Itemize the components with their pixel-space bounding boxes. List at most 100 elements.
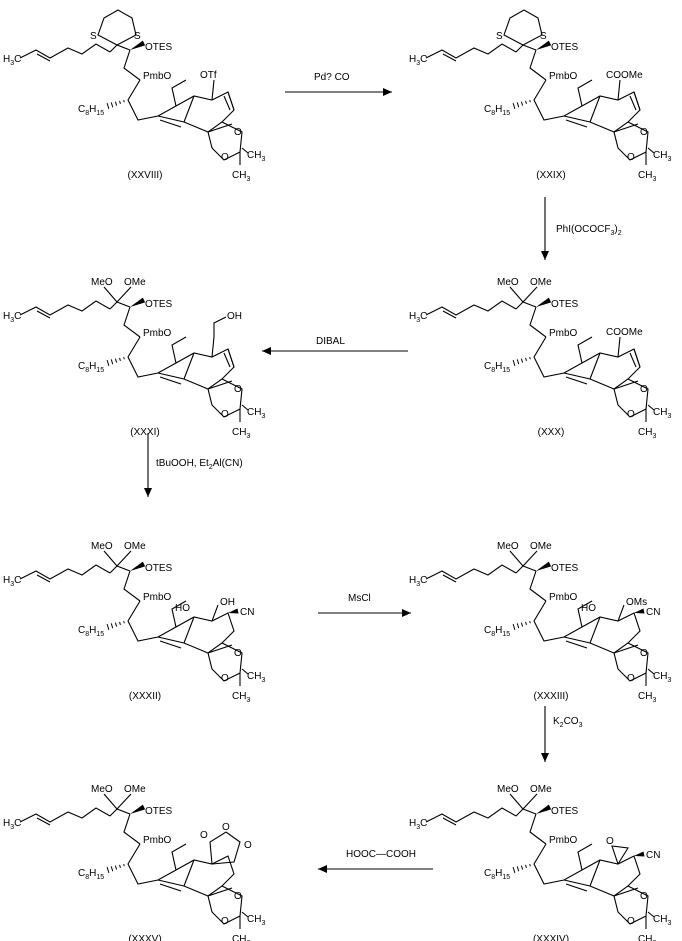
ring-double-bond [565, 376, 588, 385]
pmbo-arm [171, 600, 187, 628]
backbone-bond [515, 44, 537, 53]
methyl-label: H3C [3, 818, 21, 831]
compound-label: (XXXI) [130, 427, 159, 438]
molecule-xxxv: H3CMeOOMeOTESPmbOOOCH3CH3C8H15OOO(XXXV) [3, 784, 265, 941]
backbone-bond [123, 306, 141, 338]
oxygen-label: O [627, 673, 635, 684]
hash [525, 357, 527, 362]
hash [520, 358, 524, 363]
hash [119, 357, 121, 362]
chain-double-bond [36, 53, 51, 62]
ring-double-bond [159, 119, 182, 128]
hash [525, 100, 527, 105]
core-ring [127, 79, 235, 133]
hash [114, 865, 118, 870]
dioxane-ring [207, 121, 243, 161]
otes-wedge [130, 561, 146, 571]
hash [512, 866, 516, 874]
hydroxyl-label: HO [175, 603, 190, 614]
hash [114, 622, 118, 627]
pmbo-label: PmbO [549, 592, 578, 603]
otes-label: OTES [551, 299, 579, 310]
chain-double-bond [36, 574, 51, 583]
methyl-label: CH3 [232, 691, 250, 704]
pmbo-arm [171, 79, 187, 107]
substituent-bond [617, 79, 621, 101]
substituent-bond [211, 79, 215, 101]
ring-double-bond [159, 376, 182, 385]
c8h15-hashed-bond [512, 100, 531, 110]
hash [106, 359, 110, 367]
otes-label: OTES [551, 563, 579, 574]
otes-wedge [130, 804, 146, 814]
pmbo-arm [171, 336, 187, 364]
methoxy-bond [116, 793, 132, 810]
hash [520, 101, 524, 106]
oxygen-label: O [640, 127, 648, 138]
methyl-label: CH3 [232, 934, 250, 941]
c8h15-label: C8H15 [484, 361, 510, 374]
otes-wedge [130, 297, 146, 307]
ring-bond [227, 91, 235, 111]
pmbo-label: PmbO [549, 328, 578, 339]
substituent-label: OH [220, 597, 235, 608]
pmbo-label: PmbO [143, 328, 172, 339]
c8h15-label: C8H15 [78, 104, 104, 117]
cn-wedge [634, 608, 645, 614]
c8h15-hashed-bond [512, 621, 531, 631]
epoxide-ring [611, 845, 629, 865]
bridge-bond [183, 616, 195, 644]
methyl-label: CH3 [247, 150, 265, 163]
oxygen-label: O [221, 916, 229, 927]
reagent-labels: Pd? CO PhI(OCOCF3)2 DIBAL tBuOOH, Et2Al(… [156, 72, 622, 860]
otes-wedge [536, 297, 552, 307]
hydroxyl-label: HO [581, 603, 596, 614]
otes-label: OTES [551, 42, 579, 53]
methoxy-bond [522, 286, 538, 303]
c8h15-hashed-bond [106, 864, 125, 874]
otes-wedge [130, 40, 146, 50]
hash [119, 100, 121, 105]
otes-label: OTES [145, 563, 173, 574]
ring-double-bond [565, 883, 588, 892]
core-ring [533, 843, 641, 897]
otes-wedge [536, 804, 552, 814]
alkenyl-chain [19, 300, 111, 316]
ring-double-bond [629, 95, 637, 111]
c8h15-label: C8H15 [78, 868, 104, 881]
methyl-label: CH3 [638, 934, 656, 941]
alkenyl-chain [425, 300, 517, 316]
methyl-label: H3C [409, 54, 427, 67]
methoxy-label: OMe [124, 784, 146, 795]
methoxy-bond [509, 793, 524, 810]
core-ring [127, 336, 235, 390]
carbonyl-oxygen-label: O [244, 840, 252, 851]
c8h15-label: C8H15 [78, 361, 104, 374]
backbone-bond [109, 301, 131, 310]
backbone-bond [529, 49, 547, 81]
ring-double-bond [159, 883, 182, 892]
methyl-bond [647, 147, 655, 154]
hash [512, 359, 516, 367]
hash [119, 864, 121, 869]
oxygen-label: O [234, 648, 242, 659]
hash [529, 864, 531, 867]
methoxy-bond [116, 286, 132, 303]
methoxy-bond [103, 286, 118, 303]
methoxy-bond [522, 550, 538, 567]
anhydride-ring [209, 831, 241, 865]
methyl-bond [241, 147, 249, 154]
backbone-bond [529, 306, 547, 338]
hash [516, 359, 520, 365]
dioxane-ring [613, 121, 649, 161]
methyl-label: CH3 [247, 671, 265, 684]
bridge-bond [207, 123, 233, 133]
methyl-label: CH3 [638, 691, 656, 704]
alkenyl-chain [425, 564, 517, 580]
hash [110, 102, 114, 108]
methyl-label: H3C [409, 575, 427, 588]
backbone-bond [123, 813, 141, 845]
hash [529, 100, 531, 103]
